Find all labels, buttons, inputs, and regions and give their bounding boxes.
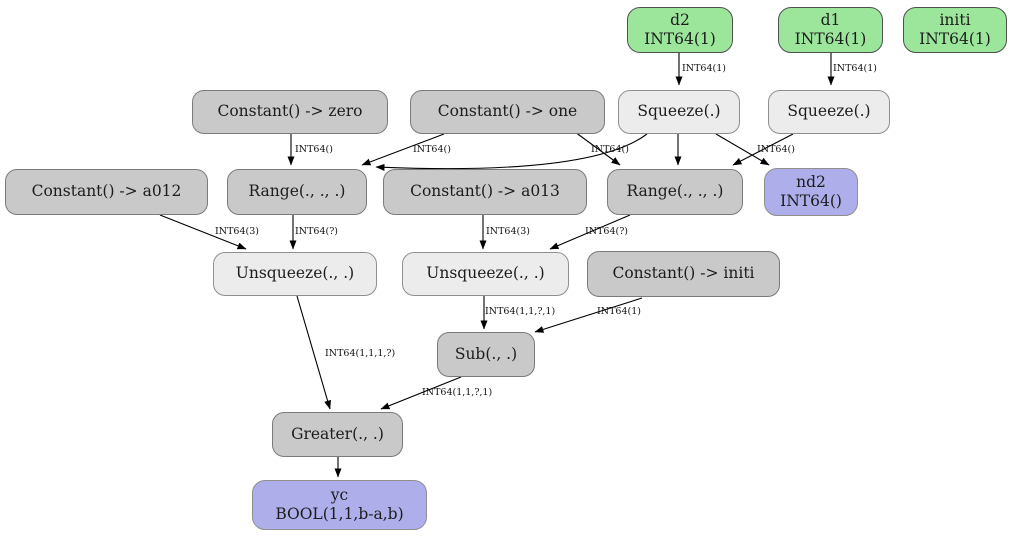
node-label: Unsqueeze(., .)	[235, 264, 355, 283]
node-dtype: INT64(1)	[644, 30, 716, 48]
node-constant-a013: Constant() -> a013	[383, 169, 587, 215]
edge-label-range2-unsqueeze2: INT64(?)	[585, 226, 628, 237]
node-greater: Greater(., .)	[272, 412, 403, 457]
node-label: Range(., ., .)	[626, 182, 724, 201]
node-title: nd2	[796, 172, 826, 191]
node-label: Constant() -> one	[437, 102, 578, 121]
node-title: d1	[820, 10, 841, 29]
node-label: Constant() -> initi	[612, 264, 755, 283]
node-unsqueeze-1: Unsqueeze(., .)	[213, 252, 377, 296]
node-input-d1: d1 INT64(1)	[778, 7, 883, 53]
node-label: Range(., ., .)	[248, 182, 346, 201]
edge-label-unsqueeze2-sub: INT64(1,1,?,1)	[485, 306, 556, 317]
node-squeeze-2: Squeeze(.)	[768, 90, 890, 134]
node-input-d2: d2 INT64(1)	[627, 7, 733, 53]
edge-range2-unsqueeze2	[549, 214, 631, 250]
edge-label-a012-unsqueeze1: INT64(3)	[215, 226, 259, 237]
edge-label-zero-range1: INT64()	[295, 144, 333, 155]
edge-squeeze1-nd2	[715, 133, 770, 166]
edge-one-range1	[361, 133, 445, 166]
node-output-yc: yc BOOL(1,1,b-a,b)	[252, 480, 427, 530]
node-range-1: Range(., ., .)	[227, 169, 367, 215]
edge-label-squeeze1-nd2: INT64()	[757, 144, 795, 155]
node-input-initi: initi INT64(1)	[903, 7, 1007, 53]
edge-label-a013-unsqueeze2: INT64(3)	[486, 226, 530, 237]
edge-unsqueeze1-greater	[296, 295, 331, 410]
node-title: initi	[939, 10, 971, 29]
node-constant-zero: Constant() -> zero	[192, 90, 388, 134]
node-dtype: BOOL(1,1,b-a,b)	[275, 505, 404, 523]
node-label: Constant() -> a013	[410, 182, 560, 201]
edge-initi-const-sub	[534, 297, 643, 333]
edge-label-sub-greater: INT64(1,1,?,1)	[422, 387, 493, 398]
node-range-2: Range(., ., .)	[607, 169, 743, 215]
edge-label-one-range1: INT64()	[413, 144, 451, 155]
edge-a012-unsqueeze1	[159, 214, 247, 250]
node-sub: Sub(., .)	[437, 332, 535, 377]
node-dtype: INT64()	[780, 192, 842, 210]
node-label: Constant() -> a012	[31, 182, 182, 201]
edge-sub-greater	[380, 376, 462, 410]
node-title: d2	[670, 10, 690, 29]
edge-squeeze1-range1	[375, 133, 648, 171]
edge-label-unsqueeze1-greater: INT64(1,1,1,?)	[325, 348, 396, 359]
node-label: Unsqueeze(., .)	[426, 264, 545, 283]
edge-label-constinit-sub: INT64(1)	[597, 306, 641, 317]
edge-label-d1-squeeze2: INT64(1)	[833, 63, 877, 74]
node-label: Squeeze(.)	[637, 102, 721, 121]
edge-label-range1-unsqueeze1: INT64(?)	[295, 226, 338, 237]
node-unsqueeze-2: Unsqueeze(., .)	[402, 252, 569, 296]
node-constant-initi: Constant() -> initi	[587, 251, 780, 297]
node-constant-a012: Constant() -> a012	[5, 169, 208, 215]
edge-one-range2	[574, 131, 621, 166]
node-label: Constant() -> zero	[217, 102, 363, 121]
node-title: yc	[330, 485, 349, 504]
node-label: Greater(., .)	[291, 424, 384, 443]
node-output-nd2: nd2 INT64()	[764, 168, 858, 216]
node-label: Sub(., .)	[454, 344, 518, 363]
node-constant-one: Constant() -> one	[410, 90, 605, 134]
node-label: Squeeze(.)	[787, 102, 871, 121]
edge-label-one-range2: INT64()	[591, 144, 629, 155]
edge-label-d2-squeeze1: INT64(1)	[682, 63, 726, 74]
node-dtype: INT64(1)	[919, 30, 991, 48]
node-dtype: INT64(1)	[794, 30, 867, 48]
edge-squeeze2-range2	[732, 133, 794, 166]
node-squeeze-1: Squeeze(.)	[618, 90, 740, 134]
